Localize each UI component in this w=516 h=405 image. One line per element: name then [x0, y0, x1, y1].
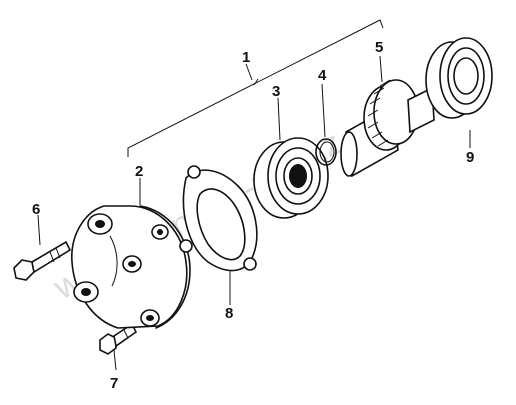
- housing-cover: [71, 205, 191, 329]
- gear-shaft: [340, 79, 435, 178]
- gasket: [179, 165, 258, 272]
- callout-2: 2: [135, 163, 143, 180]
- callout-3: 3: [272, 83, 280, 100]
- callout-4: 4: [318, 67, 327, 84]
- callout-9: 9: [466, 149, 474, 166]
- callout-8: 8: [225, 305, 233, 322]
- snap-ring: [315, 138, 337, 166]
- leader-lines: [37, 55, 471, 371]
- ball-bearing: [253, 137, 329, 219]
- callout-1: 1: [242, 49, 250, 66]
- callout-7: 7: [110, 375, 118, 392]
- assembly-bracket: [127, 19, 384, 157]
- callout-6: 6: [32, 201, 40, 218]
- callout-5: 5: [375, 39, 383, 56]
- hex-bolt: [13, 240, 72, 281]
- end-bearing: [425, 37, 493, 119]
